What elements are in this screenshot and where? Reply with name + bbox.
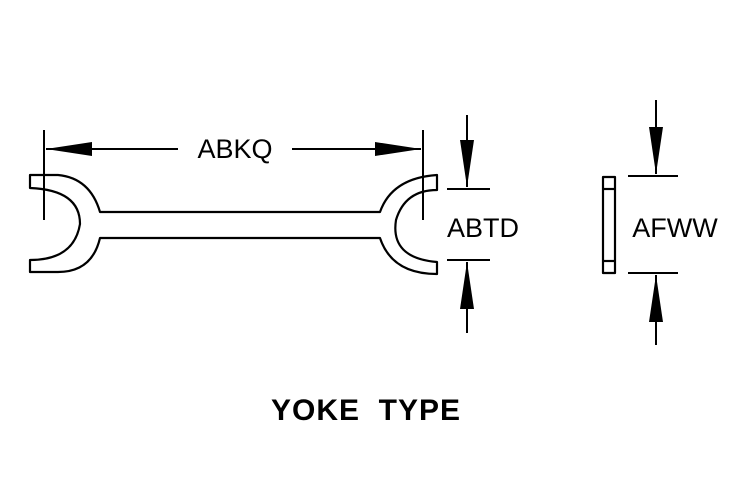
abtd-arrow-top <box>460 140 474 187</box>
yoke-front-view <box>28 173 439 276</box>
abkq-arrow-right <box>375 142 421 156</box>
abkq-arrow-left <box>46 142 92 156</box>
abtd-arrow-bottom <box>460 262 474 309</box>
yoke-side-view <box>601 175 617 275</box>
afww-arrow-bottom <box>649 275 663 322</box>
afww-label: AFWW <box>632 213 718 243</box>
abkq-label: ABKQ <box>197 134 272 164</box>
drawing-caption: YOKE TYPE <box>271 394 461 427</box>
abtd-label: ABTD <box>447 213 519 243</box>
afww-arrow-top <box>649 127 663 174</box>
